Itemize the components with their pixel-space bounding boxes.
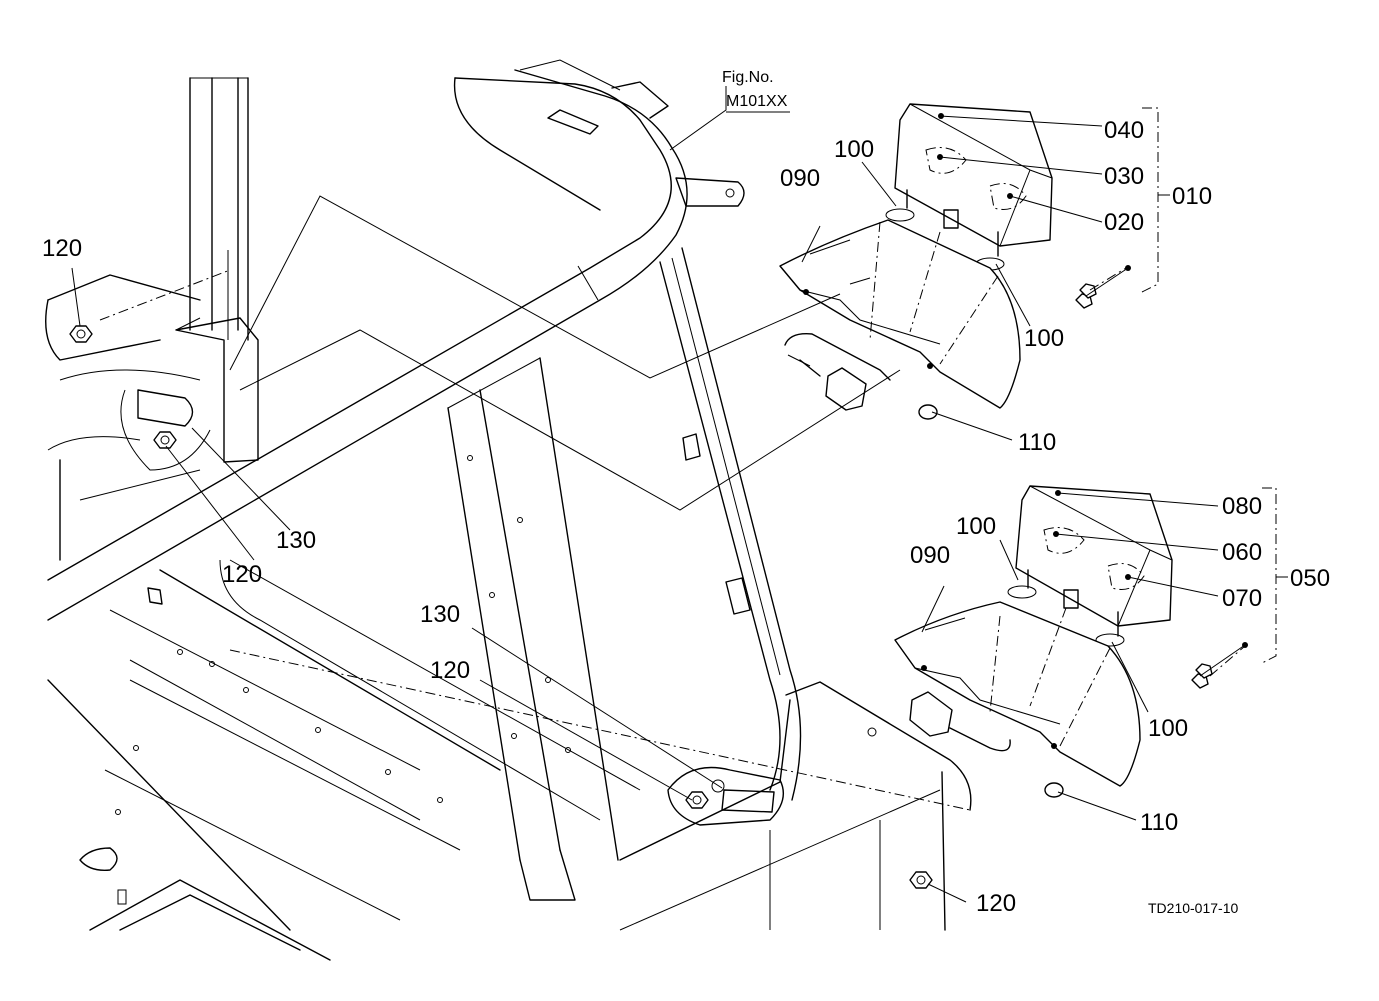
callout-030: 030 — [1104, 163, 1144, 190]
callout-120-d: 120 — [976, 890, 1016, 917]
callout-100-upper-a: 100 — [834, 136, 874, 163]
callout-100-upper-b: 100 — [1024, 325, 1064, 352]
lamp-bracket-upper — [779, 219, 1021, 409]
callout-090-upper: 090 — [780, 165, 820, 192]
callout-070: 070 — [1222, 585, 1262, 612]
lamp-assembly-lower — [1007, 485, 1173, 647]
rear-post-left — [189, 77, 249, 341]
nut-120-b — [153, 431, 177, 449]
guide-lines — [99, 195, 1246, 811]
lamp-bracket-lower — [894, 601, 1141, 787]
callout-010: 010 — [1172, 183, 1212, 210]
drawing-code: TD210-017-10 — [1148, 900, 1238, 916]
callout-120-a: 120 — [42, 235, 82, 262]
fig-no-label: Fig.No. — [722, 69, 774, 86]
callout-020: 020 — [1104, 209, 1144, 236]
small-bolts-lower — [1191, 642, 1248, 689]
group-bracket-010 — [1141, 107, 1170, 293]
connector-lower — [909, 691, 1064, 798]
nut-120-a — [69, 325, 93, 343]
callout-130-a: 130 — [276, 527, 316, 554]
callout-120-c: 120 — [430, 657, 470, 684]
nut-120-d — [909, 871, 933, 889]
group-bracket-050 — [1259, 487, 1288, 665]
callout-050: 050 — [1290, 565, 1330, 592]
callout-110-lower: 110 — [1140, 809, 1178, 836]
leader-lines — [71, 86, 1246, 903]
callout-080: 080 — [1222, 493, 1262, 520]
left-fender — [45, 274, 259, 561]
callout-060: 060 — [1222, 539, 1262, 566]
centre-column — [447, 357, 619, 901]
nut-120-c — [685, 791, 709, 809]
rops-frame — [47, 59, 745, 621]
lamp-assembly-upper — [885, 103, 1053, 271]
callout-130-b: 130 — [420, 601, 460, 628]
callout-110-upper: 110 — [1018, 429, 1056, 456]
callout-100-lower-b: 100 — [1148, 715, 1188, 742]
floor-panel — [47, 559, 641, 961]
callout-100-lower-a: 100 — [956, 513, 996, 540]
callout-040: 040 — [1104, 117, 1144, 144]
fig-no-value: M101XX — [726, 93, 788, 110]
callout-120-b: 120 — [222, 561, 262, 588]
connector-upper — [784, 333, 938, 420]
callout-090-lower: 090 — [910, 542, 950, 569]
rops-side-post — [659, 247, 802, 801]
